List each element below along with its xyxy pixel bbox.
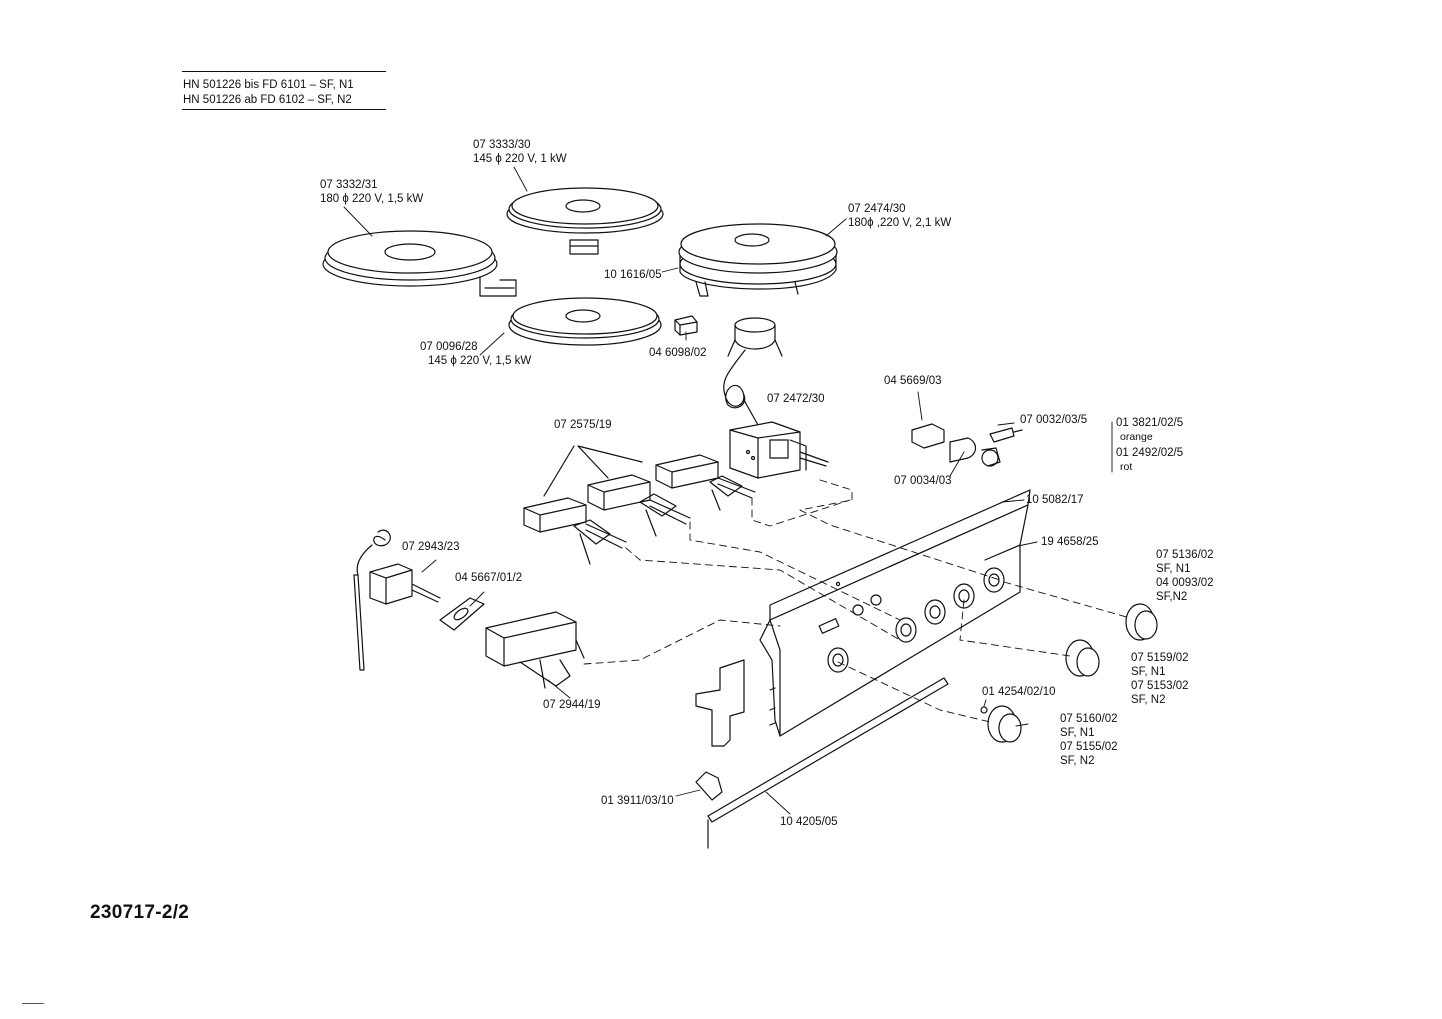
control-knob-bottom: [987, 705, 1022, 743]
hotplate-front-middle: [508, 297, 662, 346]
label-lens-red: 01 2492/02/5 rot: [1116, 446, 1183, 474]
label-thermostat-top: 07 2472/30: [767, 393, 825, 405]
leader-lines: [343, 166, 1113, 815]
mounting-bracket: [439, 597, 485, 631]
model-range-line-2: HN 501226 ab FD 6102 – SF, N2: [183, 93, 352, 106]
model-range-header: HN 501226 bis FD 6101 – SF, N1 HN 501226…: [183, 78, 354, 107]
label-panel-front: 19 4658/25: [1041, 536, 1099, 548]
document-number: 230717-2/2: [90, 902, 190, 923]
part-variant: SF, N1: [1156, 563, 1191, 575]
part-number: 07 3332/31: [320, 179, 378, 191]
part-spec: 145 ϕ 220 V, 1,5 kW: [428, 355, 532, 367]
part-spec: 145 ϕ 220 V, 1 kW: [473, 153, 567, 165]
label-socket: 04 5669/03: [884, 375, 942, 387]
label-lens-orange: 01 3821/02/5 orange: [1116, 416, 1183, 444]
label-hotplate-back-middle: 07 3333/30 145 ϕ 220 V, 1 kW: [473, 138, 567, 166]
part-number: 07 2474/30: [848, 203, 906, 215]
part-variant: SF,N2: [1156, 591, 1188, 603]
label-hotplate-right: 07 2474/30 180ϕ ,220 V, 2,1 kW: [848, 202, 951, 230]
connector-block: [674, 315, 698, 336]
label-panel-top: 10 5082/17: [1026, 494, 1084, 506]
part-color: rot: [1120, 461, 1133, 473]
energy-regulator-switches: [523, 445, 756, 565]
part-spec: 180 ϕ 220 V, 1,5 kW: [320, 193, 424, 205]
part-number: 07 5155/02: [1060, 741, 1118, 753]
oven-thermostat: [353, 529, 441, 671]
part-number: 07 0096/28: [420, 341, 478, 353]
label-hotplate-front-left: 07 3332/31 180 ϕ 220 V, 1,5 kW: [320, 178, 423, 206]
fascia-trim-strip: [707, 677, 949, 849]
oven-selector-switch: [485, 611, 585, 689]
control-panel-fascia: [759, 489, 1031, 737]
hotplate-back-middle: [506, 187, 664, 255]
label-oven-thermostat: 07 2943/23: [402, 541, 460, 553]
part-variant: SF, N2: [1060, 755, 1095, 767]
header-bottom-rule: [182, 109, 386, 110]
part-spec: 180ϕ ,220 V, 2,1 kW: [848, 217, 952, 229]
header-top-rule: [182, 71, 386, 72]
part-number: 01 2492/02/5: [1116, 447, 1184, 459]
screw: [980, 706, 988, 714]
model-range-line-1: HN 501226 bis FD 6101 – SF, N1: [183, 79, 354, 91]
side-bracket: [695, 659, 745, 747]
label-bracket: 04 5667/01/2: [455, 572, 523, 584]
part-variant: SF, N1: [1060, 727, 1095, 739]
label-clip: 01 3911/03/10: [601, 795, 674, 807]
label-knob-top: 07 5136/02 SF, N1 04 0093/02 SF,N2: [1156, 548, 1214, 604]
part-variant: SF, N1: [1131, 666, 1166, 678]
part-color: orange: [1120, 431, 1153, 443]
fixing-clip: [695, 771, 723, 801]
part-number: 07 5153/02: [1131, 680, 1189, 692]
part-variant: SF, N2: [1131, 694, 1166, 706]
label-ring: 10 1616/05: [604, 269, 662, 281]
label-lamp: 07 0032/03/5: [1020, 414, 1088, 426]
control-knob-middle: [1065, 639, 1100, 677]
label-knob-middle: 07 5159/02 SF, N1 07 5153/02 SF, N2: [1131, 651, 1189, 707]
label-connector: 04 6098/02: [649, 347, 707, 359]
hotplate-front-left: [322, 230, 517, 297]
part-number: 07 5159/02: [1131, 652, 1189, 664]
thermostat-with-capillary: [723, 317, 829, 479]
signal-lamp-assembly: [911, 423, 1023, 467]
part-number: 07 3333/30: [473, 139, 531, 151]
assembly-guide-lines: [583, 479, 1131, 723]
label-holder: 07 0034/03: [894, 475, 952, 487]
corner-mark: [22, 1003, 44, 1004]
part-number: 04 0093/02: [1156, 577, 1214, 589]
part-number: 07 5160/02: [1060, 713, 1118, 725]
label-hotplate-front-middle: 07 0096/28 145 ϕ 220 V, 1,5 kW: [420, 340, 531, 368]
label-knob-bottom: 07 5160/02 SF, N1 07 5155/02 SF, N2: [1060, 712, 1118, 768]
control-knob-top: [1125, 603, 1158, 641]
hotplate-right: [678, 223, 838, 297]
label-switches: 07 2575/19: [554, 419, 612, 431]
part-number: 07 5136/02: [1156, 549, 1214, 561]
label-trim-strip: 10 4205/05: [780, 816, 838, 828]
label-screw: 01 4254/02/10: [982, 686, 1056, 698]
label-oven-switch: 07 2944/19: [543, 699, 601, 711]
part-number: 01 3821/02/5: [1116, 417, 1184, 429]
